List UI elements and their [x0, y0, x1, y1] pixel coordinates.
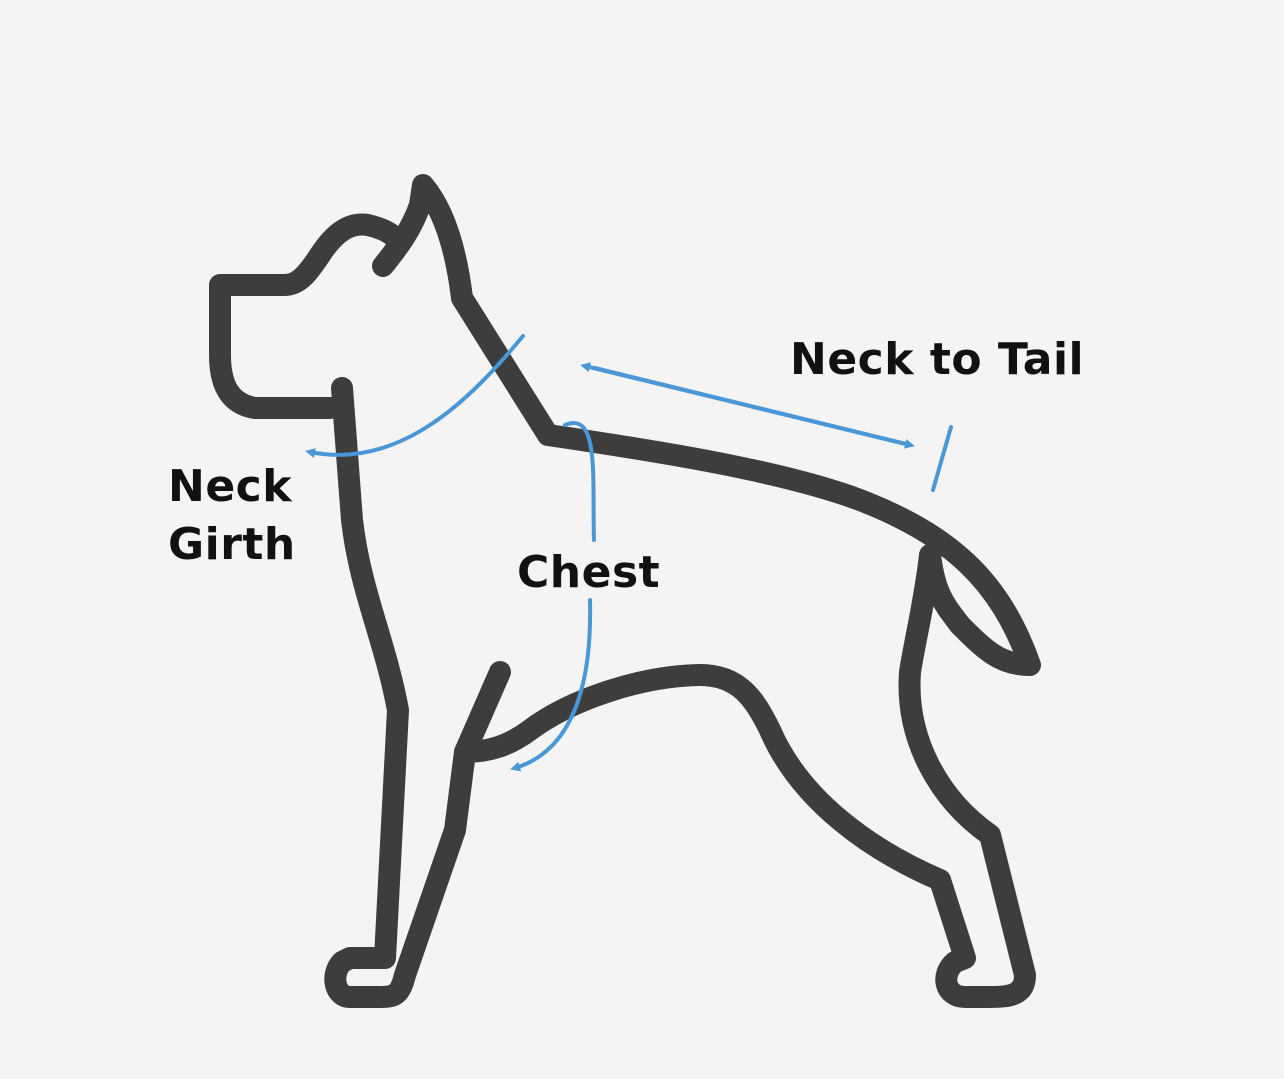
neck-girth-label-line1: Neck: [168, 461, 293, 512]
dog-muzzle-outline: [209, 213, 406, 419]
neck-girth-label-line2: Girth: [168, 519, 296, 570]
dog-head-outline: [372, 174, 1041, 1008]
neck-to-tail-arrow-start: [580, 362, 912, 447]
chest-label: Chest: [517, 547, 661, 598]
tail-marker-line: [931, 425, 953, 492]
neck-girth-arrow: [305, 334, 525, 458]
neck-girth-label: Neck Girth: [168, 458, 296, 574]
dog-front-leg-outline: [324, 377, 476, 1008]
chest-arrow: [515, 421, 596, 768]
neck-to-tail-label: Neck to Tail: [790, 334, 1085, 385]
